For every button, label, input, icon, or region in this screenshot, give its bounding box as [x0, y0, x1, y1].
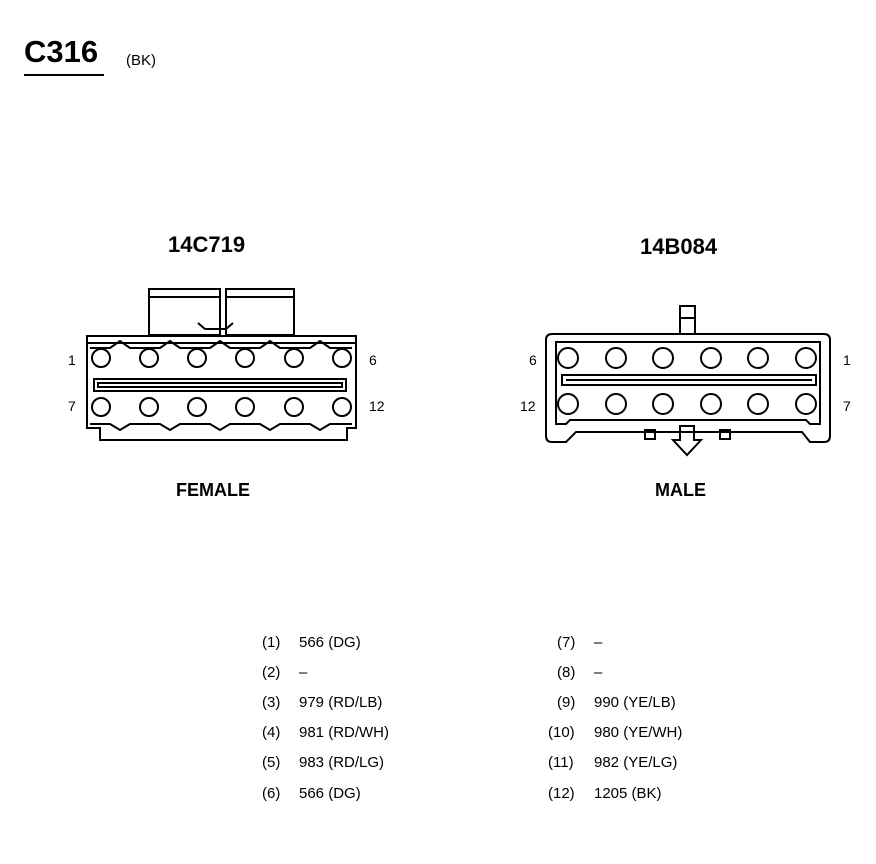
- female-part-number: 14C719: [168, 232, 246, 257]
- pin-circuit: –: [594, 664, 603, 681]
- pin-circuit: 566 (DG): [299, 634, 361, 651]
- pin-number: (6): [262, 785, 281, 802]
- female-body: [86, 335, 357, 441]
- pin-circuit: 566 (DG): [299, 785, 361, 802]
- female-slot: [93, 378, 347, 392]
- pin-circuit: 990 (YE/LB): [594, 694, 676, 711]
- male-pin-label-bottom-left: 12: [520, 398, 536, 414]
- male-label: MALE: [655, 480, 706, 500]
- pin-circuit: –: [299, 664, 308, 681]
- female-pin-label-top-right: 6: [369, 352, 377, 368]
- pin-number: (8): [557, 664, 576, 681]
- male-pin-label-bottom-right: 7: [843, 398, 851, 414]
- pin-number: (12): [548, 785, 575, 802]
- pin-number: (2): [262, 664, 281, 681]
- female-pin-label-bottom-right: 12: [369, 398, 385, 414]
- pin-circuit: 1205 (BK): [594, 785, 662, 802]
- female-latch-right: [225, 288, 295, 336]
- connector-color-code: (BK): [126, 52, 156, 69]
- female-connector: [86, 288, 357, 441]
- pin-circuit: 983 (RD/LG): [299, 754, 385, 771]
- male-arrow-icon: [670, 425, 704, 457]
- pin-circuit: 981 (RD/WH): [299, 724, 390, 741]
- pin-number: (3): [262, 694, 281, 711]
- male-pin-label-top-left: 6: [529, 352, 537, 368]
- pin-circuit: 979 (RD/LB): [299, 694, 383, 711]
- pin-number: (11): [548, 754, 574, 771]
- title-underline: [24, 74, 104, 76]
- connector-id: C316: [24, 34, 99, 69]
- pin-number: (7): [557, 634, 576, 651]
- pin-circuit: 980 (YE/WH): [594, 724, 683, 741]
- pin-number: (1): [262, 634, 281, 651]
- pin-circuit: –: [594, 634, 603, 651]
- female-pin-label-bottom-left: 7: [68, 398, 76, 414]
- male-key: [679, 305, 696, 335]
- pin-number: (5): [262, 754, 281, 771]
- male-connector: [545, 305, 831, 457]
- male-slot: [561, 374, 817, 386]
- pin-number: (4): [262, 724, 281, 741]
- male-part-number: 14B084: [640, 234, 718, 259]
- female-label: FEMALE: [176, 480, 250, 500]
- pin-circuit: 982 (YE/LG): [594, 754, 678, 771]
- pin-number: (9): [557, 694, 576, 711]
- pin-number: (10): [548, 724, 575, 741]
- male-body: [545, 333, 831, 443]
- male-pin-label-top-right: 1: [843, 352, 851, 368]
- female-pin-label-top-left: 1: [68, 352, 76, 368]
